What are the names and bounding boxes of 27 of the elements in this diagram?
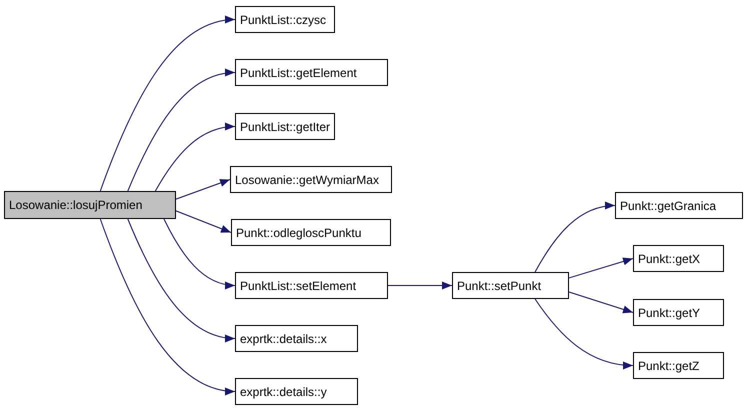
arrow	[534, 202, 616, 272]
function-box: Punkt::getGranica	[615, 192, 743, 219]
function-box: Punkt::getX	[633, 245, 724, 272]
arrow	[163, 218, 236, 289]
function-box: Losowanie::losujPromien	[4, 191, 176, 219]
arrow	[100, 16, 236, 192]
function-box: PunktList::getElement	[235, 59, 388, 86]
function-box: PunktList::setElement	[235, 272, 388, 299]
arrow	[568, 291, 634, 314]
arrow	[127, 69, 236, 192]
function-box: exprtk::details::x	[235, 325, 358, 352]
function-box: Losowanie::getWymiarMax	[230, 166, 392, 193]
arrow	[154, 123, 236, 192]
arrow	[176, 179, 230, 200]
arrow	[176, 210, 232, 233]
arrow	[388, 282, 452, 290]
arrow	[568, 258, 634, 278]
arrow	[100, 218, 236, 394]
function-box: Punkt::setPunkt	[452, 272, 569, 299]
function-box: Punkt::getZ	[633, 352, 724, 379]
arrow	[127, 218, 236, 342]
arrow	[534, 298, 634, 369]
function-box: PunktList::getIter	[235, 113, 335, 140]
function-box: Punkt::getY	[633, 299, 724, 326]
function-box: exprtk::details::y	[235, 378, 358, 405]
function-box: Punkt::odlegloscPunktu	[231, 219, 391, 246]
function-box: PunktList::czysc	[235, 6, 335, 33]
